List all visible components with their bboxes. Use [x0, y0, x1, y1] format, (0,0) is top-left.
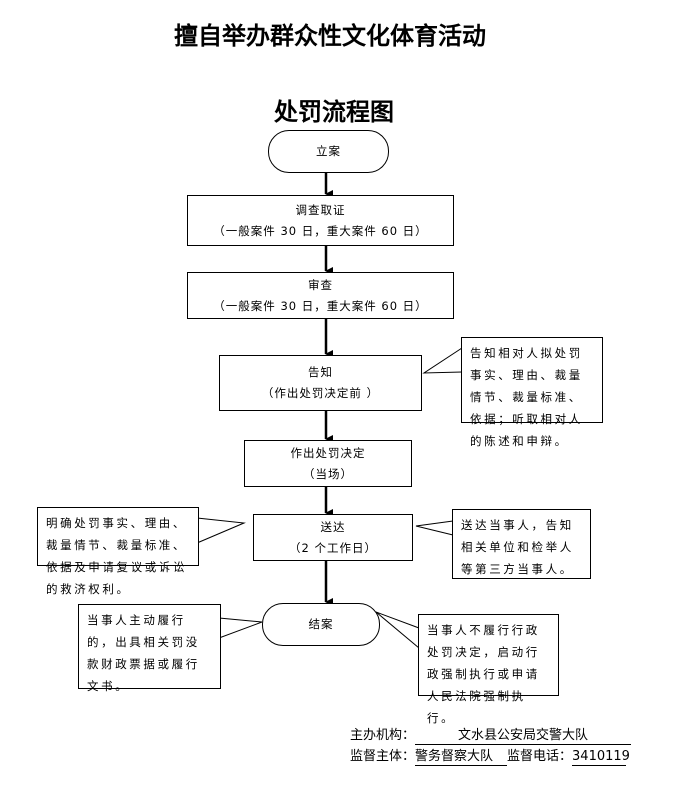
callout-pointer-notify — [422, 347, 463, 374]
step-investigate[interactable]: 调查取证 （一般案件 30 日，重大案件 60 日） — [187, 195, 454, 246]
phone-label: 监督电话： — [507, 749, 573, 764]
step-label: 告知 — [308, 365, 333, 379]
organizer-value: 文水县公安局交警大队 — [415, 728, 632, 745]
callout-deliver-right: 送达当事人，告知相关单位和检举人等第三方当事人。 — [452, 509, 591, 579]
callout-notify: 告知相对人拟处罚事实、理由、裁量情节、裁量标准、依据；听取相对人的陈述和申辩。 — [461, 337, 603, 448]
diagram-subtitle: 处罚流程图 — [274, 97, 394, 126]
step-note: （一般案件 30 日，重大案件 60 日） — [213, 223, 428, 238]
supervisor-value: 警务督察大队 — [415, 749, 508, 766]
step-note: （2 个工作日） — [289, 540, 377, 555]
step-file-case[interactable]: 立案 — [268, 130, 389, 173]
step-close-case[interactable]: 结案 — [262, 603, 380, 646]
callout-close-right: 当事人不履行行政处罚决定，启动行政强制执行或申请人民法院强制执行。 — [418, 614, 559, 725]
step-review[interactable]: 审查 （一般案件 30 日，重大案件 60 日） — [187, 272, 454, 319]
supervisor-label: 监督主体： — [350, 749, 416, 764]
step-label: 审查 — [308, 277, 333, 292]
footer-supervisor: 监督主体：警务督察大队监督电话：3410119 — [350, 745, 630, 766]
organizer-label: 主办机构： — [350, 728, 416, 743]
callout-pointer-close-right — [375, 611, 420, 649]
diagram-title: 擅自举办群众性文化体育活动 — [174, 21, 486, 50]
step-label: 作出处罚决定 — [290, 445, 366, 460]
callout-pointer-deliver-left — [196, 517, 246, 544]
step-note: （作出处罚决定前 ） — [261, 386, 380, 400]
callout-deliver-left: 明确处罚事实、理由、裁量情节、裁量标准、依据及申请复议或诉讼的救济权利。 — [37, 507, 199, 596]
step-decision[interactable]: 作出处罚决定 （当场） — [244, 440, 412, 487]
callout-pointer-close-left — [218, 617, 263, 639]
step-label: 结案 — [308, 617, 334, 631]
callout-pointer-deliver-right — [415, 520, 454, 536]
step-label: 立案 — [316, 144, 341, 158]
step-note: （一般案件 30 日，重大案件 60 日） — [213, 298, 428, 313]
step-label: 送达 — [320, 519, 346, 534]
step-notify[interactable]: 告知 （作出处罚决定前 ） — [219, 355, 422, 411]
phone-value: 3410119 — [572, 749, 630, 766]
step-note: （当场） — [303, 466, 353, 481]
step-deliver[interactable]: 送达 （2 个工作日） — [253, 514, 413, 561]
footer-organizer: 主办机构：文水县公安局交警大队 — [350, 724, 632, 745]
step-label: 调查取证 — [295, 202, 346, 217]
callout-close-left: 当事人主动履行的，出具相关罚没款财政票据或履行文书。 — [78, 604, 221, 693]
